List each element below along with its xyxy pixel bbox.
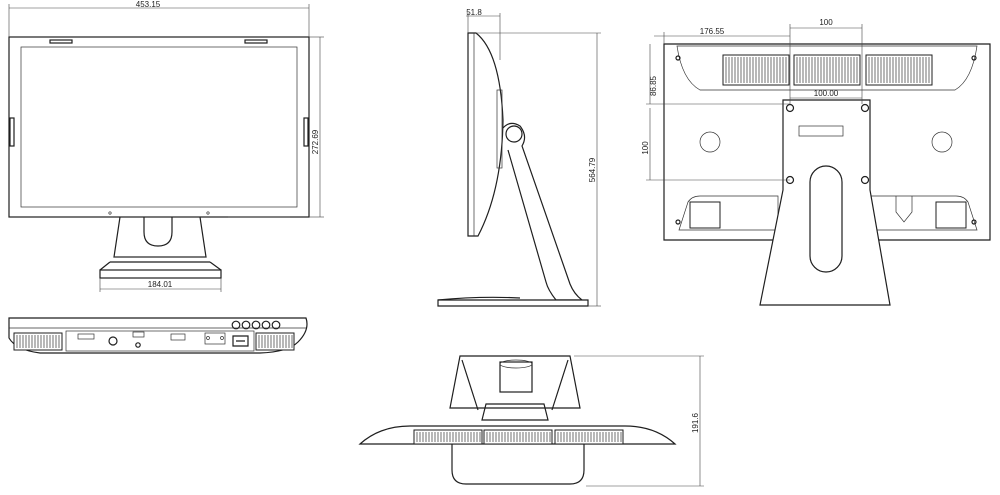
rear-vesa-inner-label: 100.00 — [814, 89, 839, 98]
top-vent-slots — [416, 432, 622, 442]
front-height-label: 272.69 — [311, 129, 320, 154]
bottom-view — [8, 317, 308, 354]
rear-offset-x-label: 176.55 — [700, 27, 725, 36]
front-view: 453.15 272.69 184.01 — [8, 0, 324, 292]
front-width-label: 453.15 — [136, 0, 161, 9]
rear-vesa-side-label: 100 — [641, 141, 650, 155]
bottom-vent-slots — [16, 335, 293, 348]
top-depth-label: 191.6 — [691, 412, 700, 433]
rear-speaker-grilles — [699, 131, 953, 153]
rear-offset-y-label: 86.85 — [649, 75, 658, 96]
rear-vesa-top-label: 100 — [819, 18, 833, 27]
rear-view: 176.55 100 100.00 86.85 100 — [641, 18, 991, 306]
top-view: 191.6 — [358, 355, 704, 487]
button-row — [231, 320, 281, 330]
side-view: 51.8 564.79 — [437, 8, 601, 307]
side-height-label: 564.79 — [588, 157, 597, 182]
base-width-label: 184.01 — [148, 280, 173, 289]
rear-vent-slots — [692, 57, 964, 226]
side-depth-label: 51.8 — [466, 8, 482, 17]
